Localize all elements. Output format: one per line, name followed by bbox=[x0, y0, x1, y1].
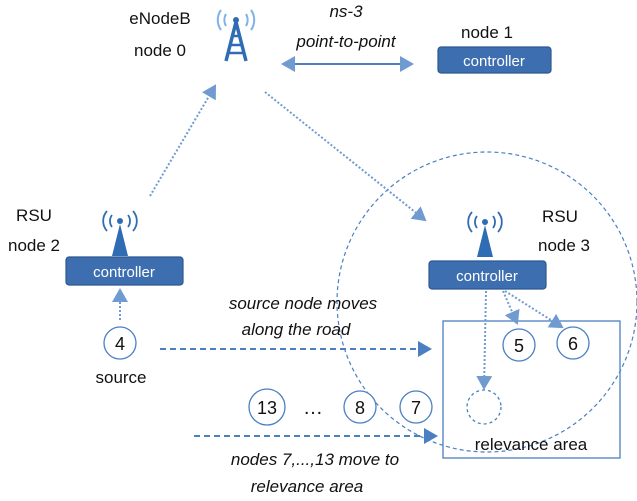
controller-to-node6-arrow bbox=[504, 290, 564, 329]
rsu-right-node-label: node 3 bbox=[538, 236, 590, 255]
node-7 bbox=[399, 390, 433, 424]
antenna-icon bbox=[102, 210, 138, 256]
rsu-left-controller-label: controller bbox=[93, 264, 155, 281]
antenna-icon bbox=[467, 211, 503, 257]
source-label: source bbox=[95, 368, 146, 387]
controller-to-node5-arrow bbox=[502, 290, 520, 325]
relevance-area-label: relevance area bbox=[475, 435, 588, 454]
controller-to-area-arrow bbox=[476, 290, 493, 390]
relevance-area-box bbox=[442, 320, 621, 459]
nodes-move-text: nodes 7,...,13 move to bbox=[231, 450, 399, 469]
source-node bbox=[103, 326, 137, 360]
node-7-number: 7 bbox=[411, 398, 421, 418]
rsu-left-controller bbox=[65, 256, 184, 286]
node-13 bbox=[248, 388, 286, 426]
enodeb-label: eNodeB bbox=[129, 9, 190, 28]
rsu-coverage-circle bbox=[336, 151, 637, 453]
enodeb-to-rsu-right-arrow bbox=[264, 91, 427, 222]
node-8 bbox=[343, 390, 377, 424]
rsu-right-label: RSU bbox=[542, 207, 578, 226]
source-moves-text: source node moves bbox=[229, 294, 378, 313]
node-ellipsis: … bbox=[303, 397, 323, 419]
node-6 bbox=[556, 326, 590, 360]
rsu-left-to-enodeb-arrow bbox=[149, 84, 217, 197]
rsu-left-node-label: node 2 bbox=[8, 236, 60, 255]
target-position-marker bbox=[466, 389, 502, 425]
node-5-number: 5 bbox=[514, 336, 524, 356]
node-5 bbox=[502, 328, 536, 362]
node1-label: node 1 bbox=[461, 23, 513, 42]
rsu-left-label: RSU bbox=[16, 206, 52, 225]
source-node-number: 4 bbox=[115, 334, 125, 354]
node-6-number: 6 bbox=[568, 334, 578, 354]
rsu-right-controller-label: controller bbox=[456, 268, 518, 285]
node-13-number: 13 bbox=[257, 398, 277, 418]
radio-tower-icon bbox=[216, 9, 256, 62]
link-protocol-label: point-to-point bbox=[295, 32, 397, 51]
node-8-number: 8 bbox=[355, 398, 365, 418]
enodeb-node-label: node 0 bbox=[134, 41, 186, 60]
nodes-move-text-2: relevance area bbox=[251, 477, 363, 496]
node1-controller-label: controller bbox=[463, 53, 525, 70]
node1-controller bbox=[437, 46, 552, 74]
source-moves-text-2: along the road bbox=[242, 320, 351, 339]
link-type-label: ns-3 bbox=[329, 2, 363, 21]
rsu-right-controller bbox=[428, 260, 547, 290]
